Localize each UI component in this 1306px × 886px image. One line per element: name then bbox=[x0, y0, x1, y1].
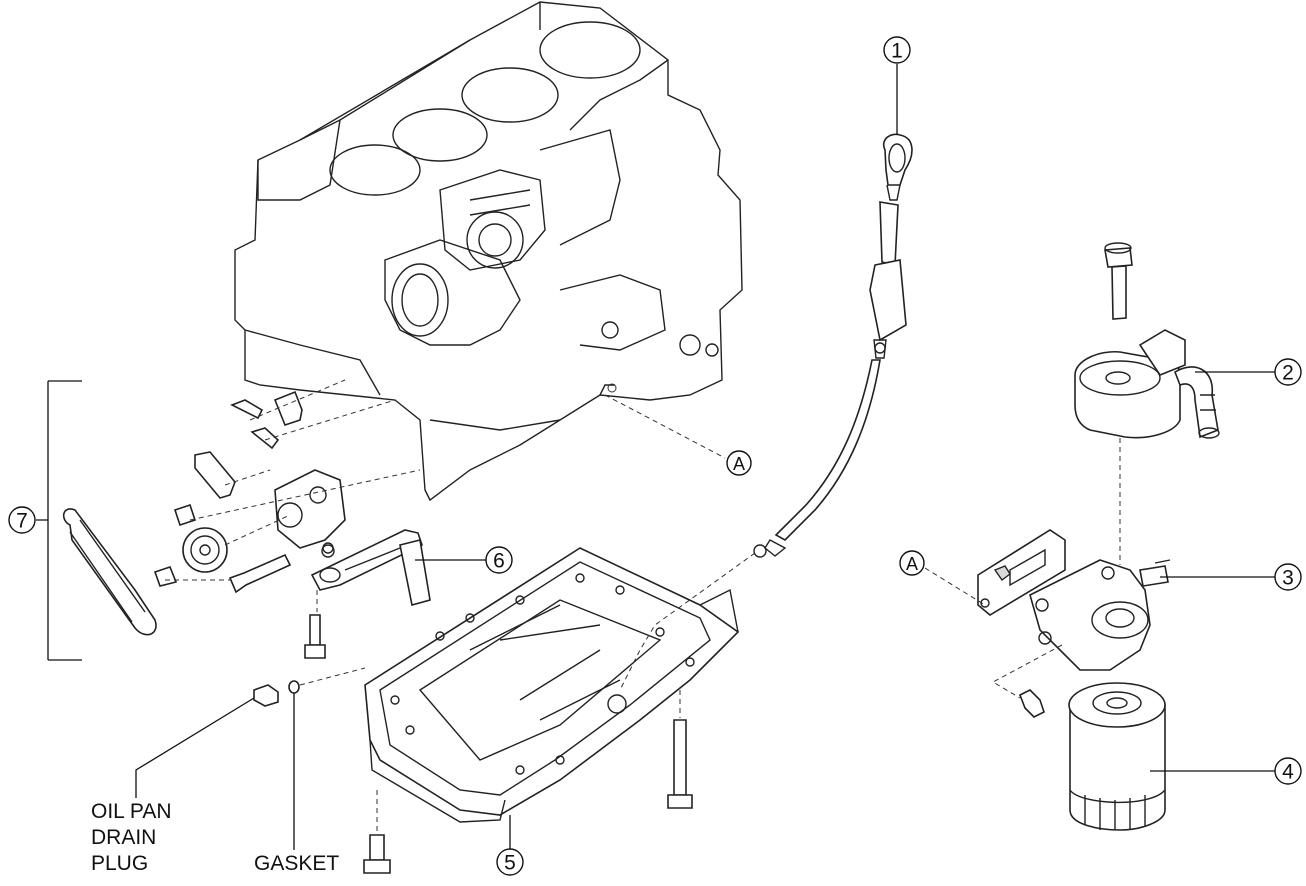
drain-plug-part bbox=[253, 684, 279, 707]
oil-cooler bbox=[1074, 242, 1220, 439]
callout-3: 3 bbox=[1274, 563, 1302, 591]
drain-plug-label-line-3: PLUG bbox=[91, 852, 148, 875]
svg-text:3: 3 bbox=[1282, 567, 1294, 590]
callout-2: 2 bbox=[1274, 358, 1302, 386]
reference-a-block: A bbox=[726, 450, 752, 476]
engine-block bbox=[234, 1, 743, 502]
oil-pump-assembly bbox=[62, 390, 346, 636]
oil-dipstick bbox=[753, 133, 913, 558]
svg-text:4: 4 bbox=[1282, 761, 1294, 784]
oil-pan bbox=[363, 547, 740, 874]
svg-text:A: A bbox=[733, 454, 745, 474]
svg-text:2: 2 bbox=[1282, 362, 1294, 385]
callout-4: 4 bbox=[1274, 757, 1302, 785]
drain-plug-label-line-2: DRAIN bbox=[91, 826, 156, 849]
svg-text:5: 5 bbox=[504, 852, 516, 875]
svg-text:A: A bbox=[906, 554, 918, 574]
oil-filter bbox=[1068, 682, 1166, 831]
callout-5: 5 bbox=[496, 848, 524, 876]
oil-filter-adapter bbox=[977, 529, 1171, 718]
svg-text:7: 7 bbox=[16, 510, 28, 533]
svg-text:1: 1 bbox=[891, 40, 903, 63]
svg-text:6: 6 bbox=[493, 550, 505, 573]
callout-7: 7 bbox=[8, 506, 36, 534]
callout-6: 6 bbox=[485, 546, 513, 574]
gasket-part bbox=[288, 680, 300, 694]
callout-1: 1 bbox=[883, 36, 911, 64]
leader-lines bbox=[36, 64, 1275, 850]
drain-plug-label-line-1: OIL PAN bbox=[91, 800, 172, 823]
oil-pan-drain-plug-label: OIL PAN DRAIN PLUG bbox=[91, 800, 172, 875]
reference-a-adapter: A bbox=[899, 550, 925, 576]
oil-strainer bbox=[304, 529, 431, 659]
gasket-label: GASKET bbox=[254, 852, 339, 875]
assembly-dashed-lines bbox=[165, 379, 1121, 832]
